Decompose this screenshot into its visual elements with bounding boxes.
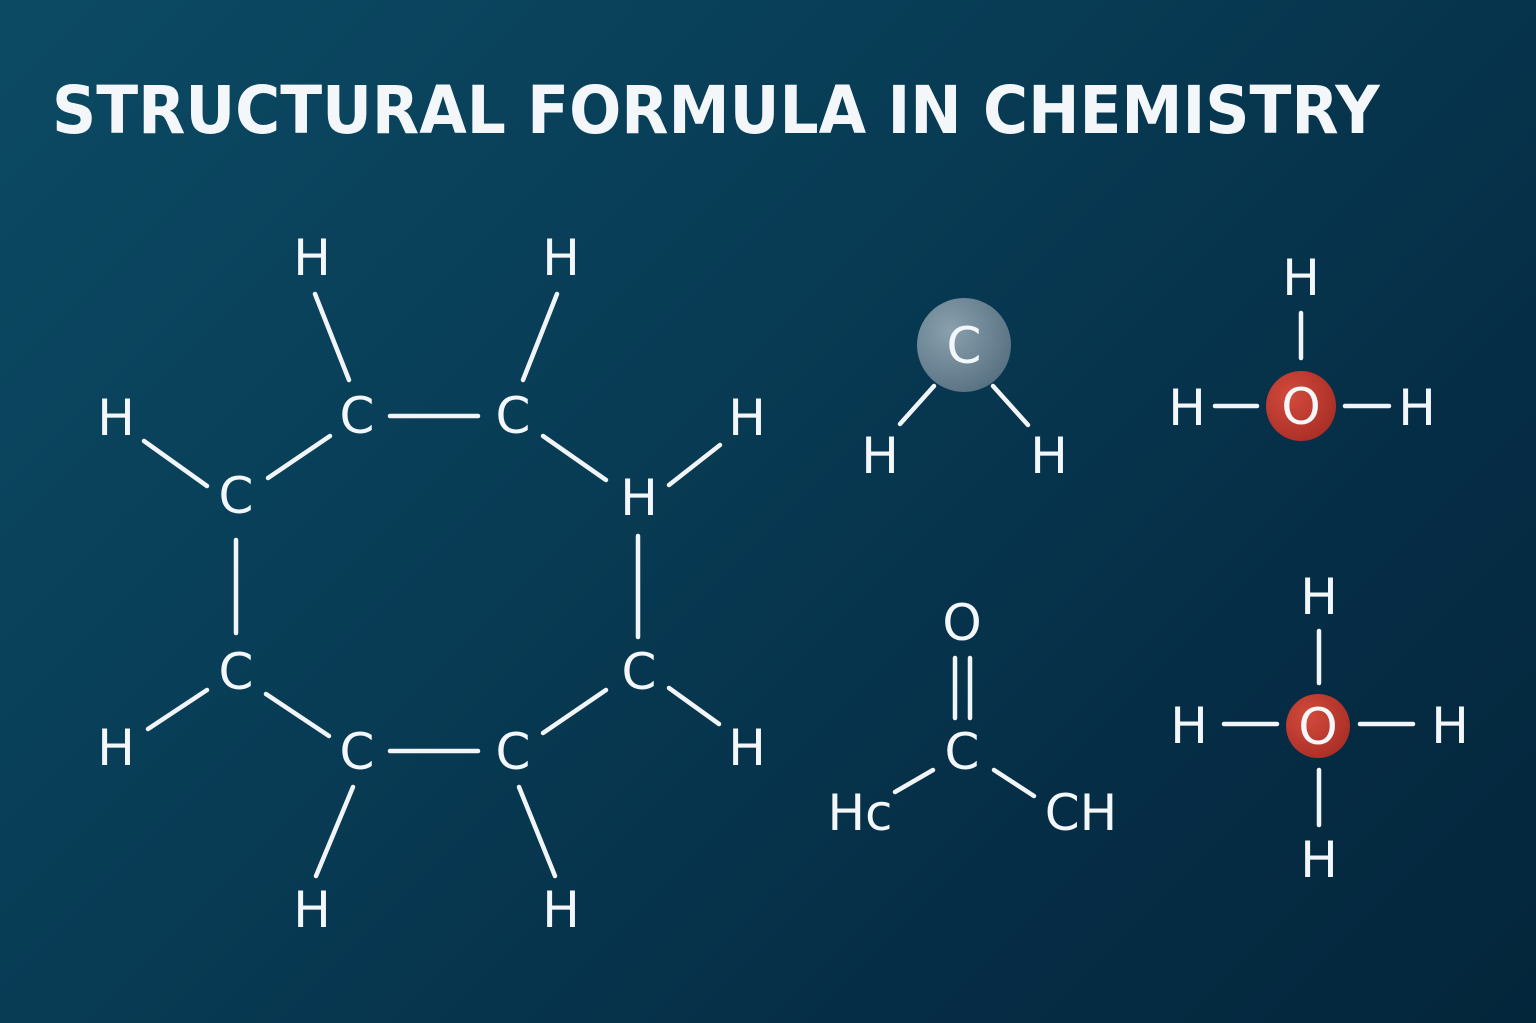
atom-label: H [1300,568,1338,626]
atom-label: C [496,387,531,445]
bond-line [666,685,722,727]
atom-label: H [620,469,658,527]
oxygen-atom-sphere [1286,694,1350,758]
oxygen-atom-sphere [1266,371,1336,441]
molecule-ketone: O C Hc CH [827,594,1117,842]
atom-label: H [1030,427,1068,485]
atom-label: C [496,723,531,781]
atom-label: C [340,387,375,445]
bond-line [991,767,1037,799]
bond-line [666,442,723,488]
molecule-methylene: CH H [861,298,1068,485]
atom-label: H [728,389,766,447]
atom-label: H [542,229,580,287]
bond-line [265,433,333,481]
atom-label: C [340,723,375,781]
bond-line [516,784,558,879]
bond-line [897,383,937,427]
atom-label: H [1282,249,1320,307]
atom-label: H [728,719,766,777]
atom-label: C [622,643,657,701]
bond-line [892,767,936,795]
bond-line [520,291,560,383]
bond-line [141,438,210,489]
atom-label: H [542,881,580,939]
page-title: STRUCTURAL FORMULA IN CHEMISTRY [52,72,1380,149]
atom-label: O [1281,378,1320,436]
atom-label: C [947,317,982,375]
atom-label: H [1168,379,1206,437]
atom-label: CH [1045,784,1118,842]
bond-line [540,687,609,736]
molecule-ring-structure: H H H C C H C H C C H C C H H H [97,229,766,939]
atom-label: H [1398,379,1436,437]
bond-line [312,291,352,383]
molecule-hydronium-like: O H H H H [1170,568,1469,889]
bond-line [540,433,609,483]
bond-line [145,687,210,732]
bond-line [313,784,356,879]
molecule-water-top: O H H H [1168,249,1436,441]
atom-label: H [97,719,135,777]
atom-label: O [1298,698,1337,756]
atom-label: H [861,427,899,485]
atom-label: C [219,467,254,525]
atom-label: Hc [827,784,892,842]
bond-line [263,691,332,739]
carbon-atom-sphere [917,298,1011,392]
atom-label: H [97,389,135,447]
atom-label: H [1431,697,1469,755]
atom-label: C [945,723,980,781]
atom-label: H [293,881,331,939]
atom-label: H [1300,831,1338,889]
atom-label: H [1170,697,1208,755]
atom-label: H [293,229,331,287]
atom-label: O [942,594,981,652]
atom-label: C [219,643,254,701]
bond-line [990,383,1031,428]
